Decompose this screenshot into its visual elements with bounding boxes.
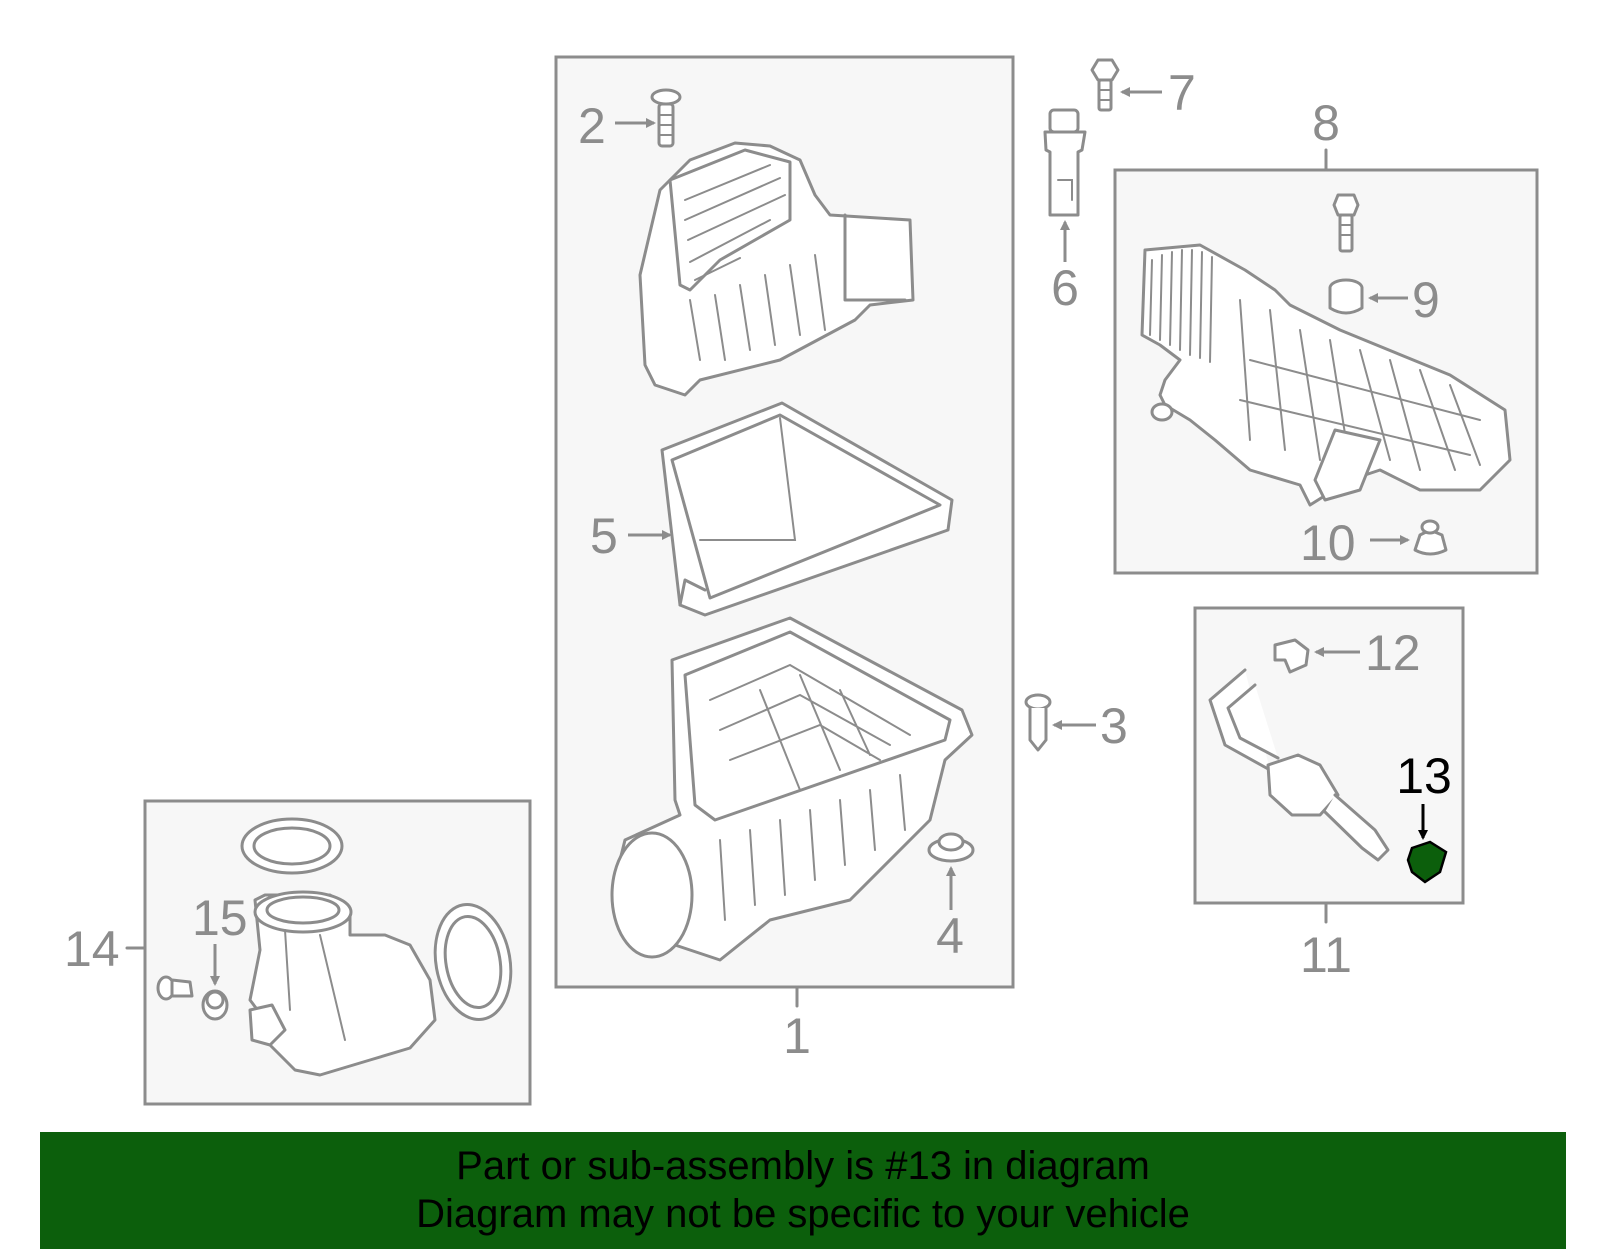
bolt-part-7 [1090,58,1162,112]
intake-duct-part [1140,243,1512,507]
bolt-part-3 [1024,693,1096,752]
bolt-part-8-inner [1332,193,1360,253]
lower-housing-part [610,616,974,962]
hose-part-11 [1208,668,1390,862]
callout-4: 4 [936,908,964,964]
banner-line-1: Part or sub-assembly is #13 in diagram [456,1144,1150,1188]
banner-line-2: Diagram may not be specific to your vehi… [416,1192,1190,1236]
callout-2: 2 [578,98,606,154]
callout-12: 12 [1365,625,1421,681]
callout-15: 15 [192,890,248,946]
callout-8: 8 [1312,95,1340,151]
callout-14: 14 [64,921,120,977]
grommet-part-9 [1328,278,1408,315]
clip-part-10 [1370,519,1448,556]
nut-part-15 [201,944,229,1021]
bolt-part-2 [615,88,682,148]
callout-13[interactable]: 13 [1396,748,1452,804]
clip-part-13-highlighted[interactable] [1406,804,1448,884]
assembly-box-11 [1193,606,1465,924]
callout-10: 10 [1300,515,1356,571]
clamp-part-12 [1273,638,1360,674]
bolt-part-14-small [156,975,194,1001]
info-banner: Part or sub-assembly is #13 in diagram D… [40,1132,1566,1249]
callout-7: 7 [1168,65,1196,121]
grommet-part-4 [927,832,975,910]
callout-9: 9 [1412,272,1440,328]
throttle-body-part-14 [240,817,513,1077]
filter-element-part [660,401,954,617]
callout-6: 6 [1051,260,1079,316]
callout-5: 5 [590,508,618,564]
callout-3: 3 [1100,698,1128,754]
callout-1: 1 [783,1008,811,1064]
sensor-part-6 [1043,108,1087,262]
upper-housing-part [638,141,915,397]
callout-11: 11 [1300,927,1352,983]
